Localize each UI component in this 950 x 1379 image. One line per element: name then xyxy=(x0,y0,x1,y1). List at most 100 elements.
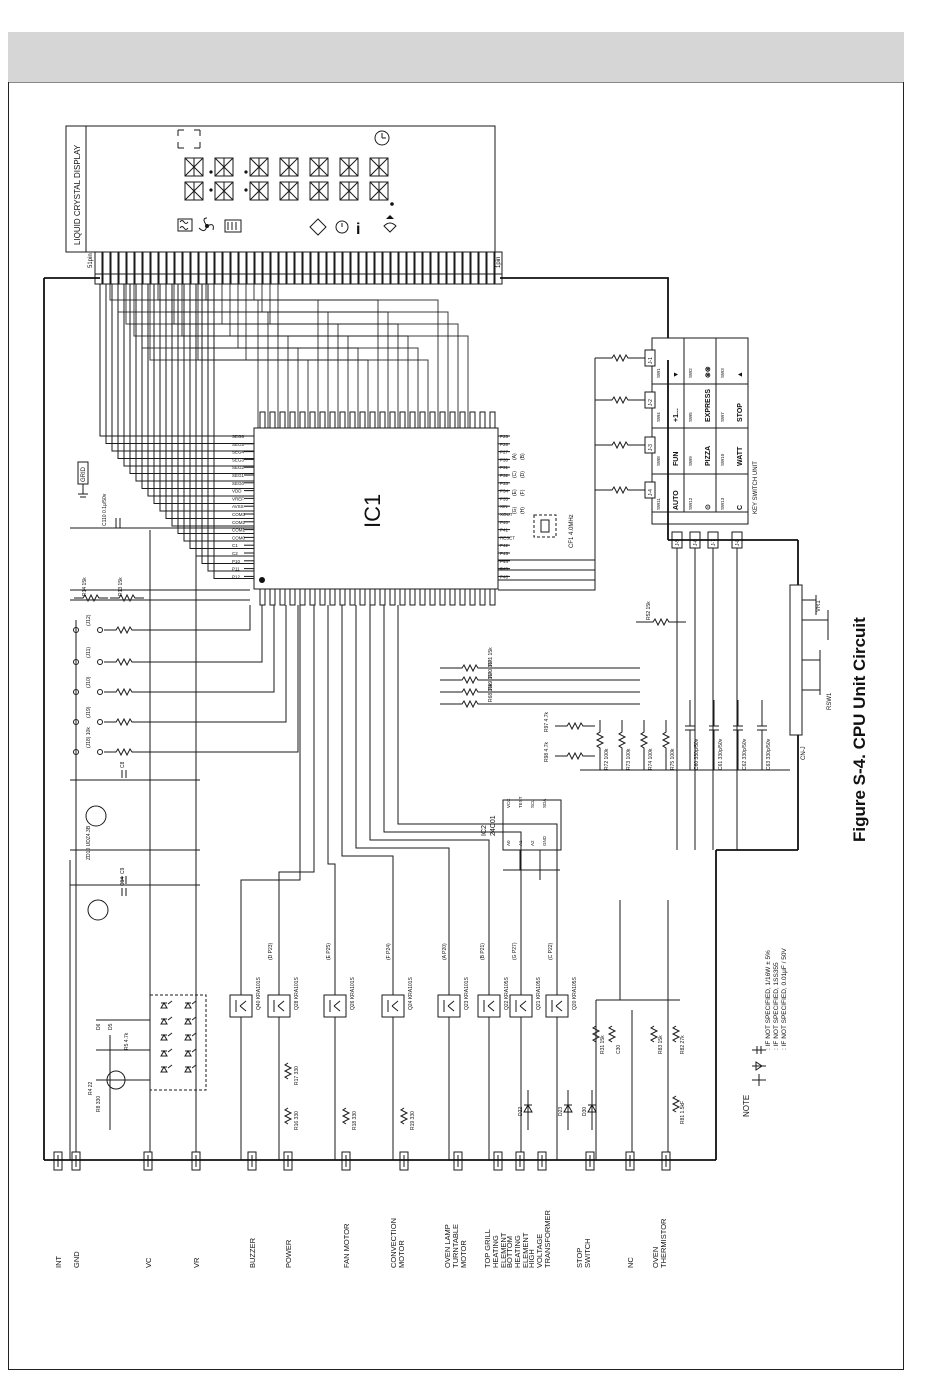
jumper-wire xyxy=(144,605,287,723)
jumper-wire xyxy=(144,605,251,631)
bus-wire xyxy=(171,284,254,527)
led-indicator xyxy=(160,1016,173,1025)
lcd-pin-first: 51pin xyxy=(88,253,94,268)
led-area-label: R4 22 xyxy=(88,1081,94,1095)
base-resistor xyxy=(399,1107,409,1125)
ic1-port-note: (C) xyxy=(512,471,518,478)
bus-wire xyxy=(129,284,254,474)
ic1-top-pin xyxy=(279,411,286,429)
ic1-port-note: (B) xyxy=(520,453,526,460)
terminal-label: POWER xyxy=(284,1239,293,1268)
ic1-bottom-pin xyxy=(269,588,276,606)
left-capacitor xyxy=(121,876,127,884)
terminal-label-line: ELEMENT xyxy=(521,1232,530,1268)
ic1-top-pin xyxy=(459,411,466,429)
ic1-right-pin-label: P44 xyxy=(500,559,509,564)
switch-connector-label: J-8 xyxy=(735,539,741,546)
terminal-label: NC xyxy=(626,1257,635,1268)
ic1-top-pin xyxy=(319,411,326,429)
rsw1-label: RSW1 xyxy=(827,692,833,710)
lcd-digit-segment xyxy=(279,157,299,177)
lcd-pin-pad xyxy=(350,273,359,285)
driver-input-wire xyxy=(383,605,522,995)
terminal-label-group: BOTTOM HEATING ELEMENTBOTTOMHEATINGELEME… xyxy=(505,1232,530,1268)
diode-label: D22 xyxy=(518,1107,524,1116)
bus-wire xyxy=(189,284,254,549)
pulldown-resistor xyxy=(661,720,671,770)
lcd-bus-wires xyxy=(99,284,469,579)
bus-wire xyxy=(183,284,254,542)
key-switch-id: SW1 xyxy=(656,368,661,378)
bus-wire xyxy=(261,284,449,428)
lcd-pin-pad xyxy=(198,273,207,285)
filter-capacitor xyxy=(685,700,695,770)
lcd-digit-segment xyxy=(249,181,269,201)
lcd-pin xyxy=(174,251,183,275)
ic2-pin-label: SCL xyxy=(530,799,535,808)
lcd-pin-pad xyxy=(150,273,159,285)
terminal-label-line: TOP GRILL xyxy=(483,1229,492,1268)
lcd-digit-segment xyxy=(214,157,234,177)
ic1-left-pin-label: COM1 xyxy=(232,528,245,533)
driver-transistor xyxy=(437,994,461,1018)
lcd-pin-pad xyxy=(358,273,367,285)
crystal-cf1: CF1 4.0MHz xyxy=(533,514,575,548)
lcd-pin xyxy=(206,251,215,275)
driver-transistor-label: Q24 KRA101S xyxy=(408,977,414,1010)
driver-input-wire xyxy=(397,605,558,995)
ic1: IC1 SEG6SEG5SEG4SEG3SEG2SEG1SEG0VDDVREFA… xyxy=(232,411,515,606)
jumper-label: (J18) 10k xyxy=(86,727,92,748)
lcd-label: LIQUID CRYSTAL DISPLAY xyxy=(73,144,82,245)
lcd-pin xyxy=(342,251,351,275)
driver-input-wire xyxy=(369,605,490,995)
lcd-pin xyxy=(310,251,319,275)
terminal-label-line: MOTOR xyxy=(459,1240,468,1268)
key-switch-label: WATT xyxy=(737,446,744,466)
base-resistor-label: R16 330 xyxy=(294,1111,300,1130)
lcd-pin-pad xyxy=(374,273,383,285)
thermistor-network xyxy=(671,1095,681,1113)
pullup-resistor xyxy=(555,751,595,761)
filter-capacitor-label: C61 330p/50v xyxy=(718,738,724,770)
thermistor-network xyxy=(591,1025,601,1043)
pulldown-resistor-label: R74 100k xyxy=(648,748,654,770)
key-switch-label: ▲ xyxy=(737,371,744,378)
lcd-digit-segment xyxy=(249,157,269,177)
lcd-pin-pad xyxy=(478,273,487,285)
ic1-bottom-pin xyxy=(279,588,286,606)
ic1-left-pin-label: SEG0 xyxy=(232,481,245,486)
lcd-digit xyxy=(209,157,234,201)
ic2-pin-label: SDA xyxy=(542,799,547,808)
ic1-right-pin-label: P43 xyxy=(500,551,509,556)
driver-transistor-symbol xyxy=(329,1000,341,1012)
terminal-label: GND xyxy=(72,1251,81,1268)
ic1-left-pin-label: SEG6 xyxy=(232,434,245,439)
bus-wire xyxy=(173,284,339,428)
driver-port-note: (G P27) xyxy=(512,942,518,960)
note-block: NOTE : IF NOT SPECIFIED, 1/16W ± 5% : IF… xyxy=(742,947,788,1117)
bus-wire xyxy=(105,284,254,444)
lcd-pin-pad xyxy=(214,273,223,285)
ic1-left-pin-label: C1 xyxy=(232,543,238,548)
jumper-terminal xyxy=(97,627,103,633)
lcd-digit-segment xyxy=(309,157,329,177)
ic1-left-pin-label: AVSS xyxy=(232,504,244,509)
flyback-diode xyxy=(523,1090,533,1130)
ladder-resistor xyxy=(440,675,500,685)
lcd-digit-segment xyxy=(184,157,204,177)
lcd-pin xyxy=(246,251,255,275)
lcd-digit xyxy=(369,157,389,201)
base-resistor xyxy=(341,1107,351,1125)
lcd-digit-segment xyxy=(279,181,299,201)
lcd-pin xyxy=(414,251,423,275)
ic1-top-pin xyxy=(369,411,376,429)
key-switch-label: AUTO xyxy=(673,490,680,510)
lcd-digit xyxy=(309,157,329,201)
lcd-colon-dot xyxy=(209,170,213,174)
ic1-left-pin-label: C2 xyxy=(232,551,238,556)
switch-connector-label: J-3 xyxy=(648,444,654,451)
